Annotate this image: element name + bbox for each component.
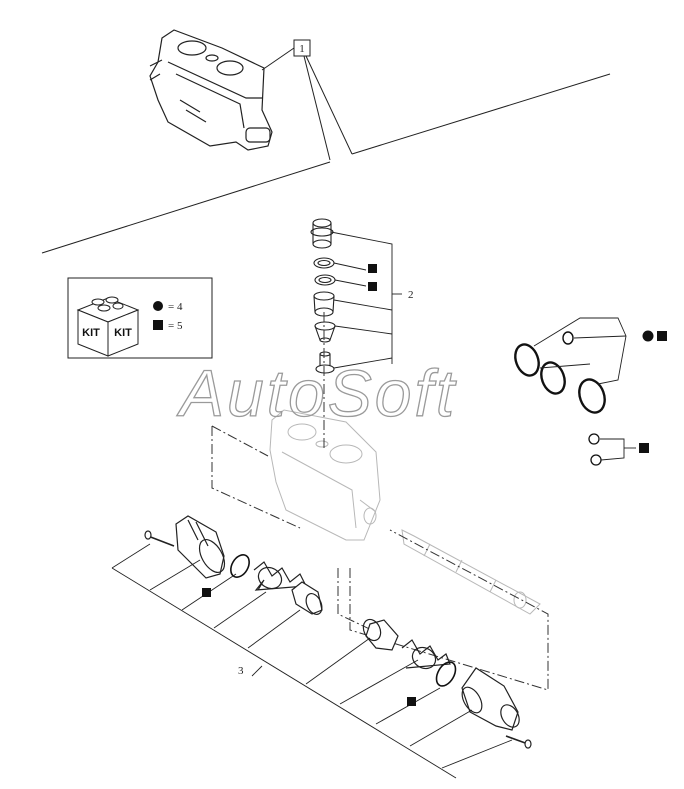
callout-2-leaders [330,231,402,369]
callout-3-label: 3 [238,665,244,677]
poppet-part [314,321,336,343]
right-cap-parts [362,618,532,749]
kit-legend: KIT KIT = 4 = 5 [67,277,213,359]
dashdot-guide-lines [211,312,549,691]
square-symbol-small-orings [639,443,649,453]
ghost-valve-section [269,409,541,615]
large-o-rings [514,343,606,414]
section-separator-line [41,73,611,254]
spool-stack-parts [310,218,336,374]
callout-1-label: 1 [299,43,305,55]
left-cap-parts [144,515,323,615]
square-symbol-orings [657,331,667,341]
square-symbol-right-oring [407,697,416,706]
seat-part [315,351,335,374]
bushing-part [313,291,335,317]
circle-legend-value: = 4 [168,301,183,313]
small-o-ring [562,331,574,345]
small-o-ring-pair [588,433,602,466]
watermark-text: AutoSoft [176,356,457,430]
valve-assembly-illustration [149,29,273,151]
square-symbol [153,320,163,330]
callout-2-label: 2 [408,289,414,301]
plug-part [310,218,334,249]
circle-symbol [153,301,163,311]
o-ring-1 [313,257,335,269]
callout-3-leaders [111,543,513,779]
circle-symbol-orings [642,330,654,342]
callout-1: 1 [261,39,353,161]
square-symbol-washer [368,282,377,291]
kit-box-icon [76,296,140,357]
washer-1 [314,274,336,286]
kit-label-left: KIT [82,327,100,339]
kit-label-right: KIT [114,327,132,339]
small-o-ring-leaders [600,438,636,461]
square-symbol-left-oring [202,588,211,597]
square-legend-value: = 5 [168,320,183,332]
square-symbol-oring [368,264,377,273]
o-ring-leaders [533,317,627,385]
